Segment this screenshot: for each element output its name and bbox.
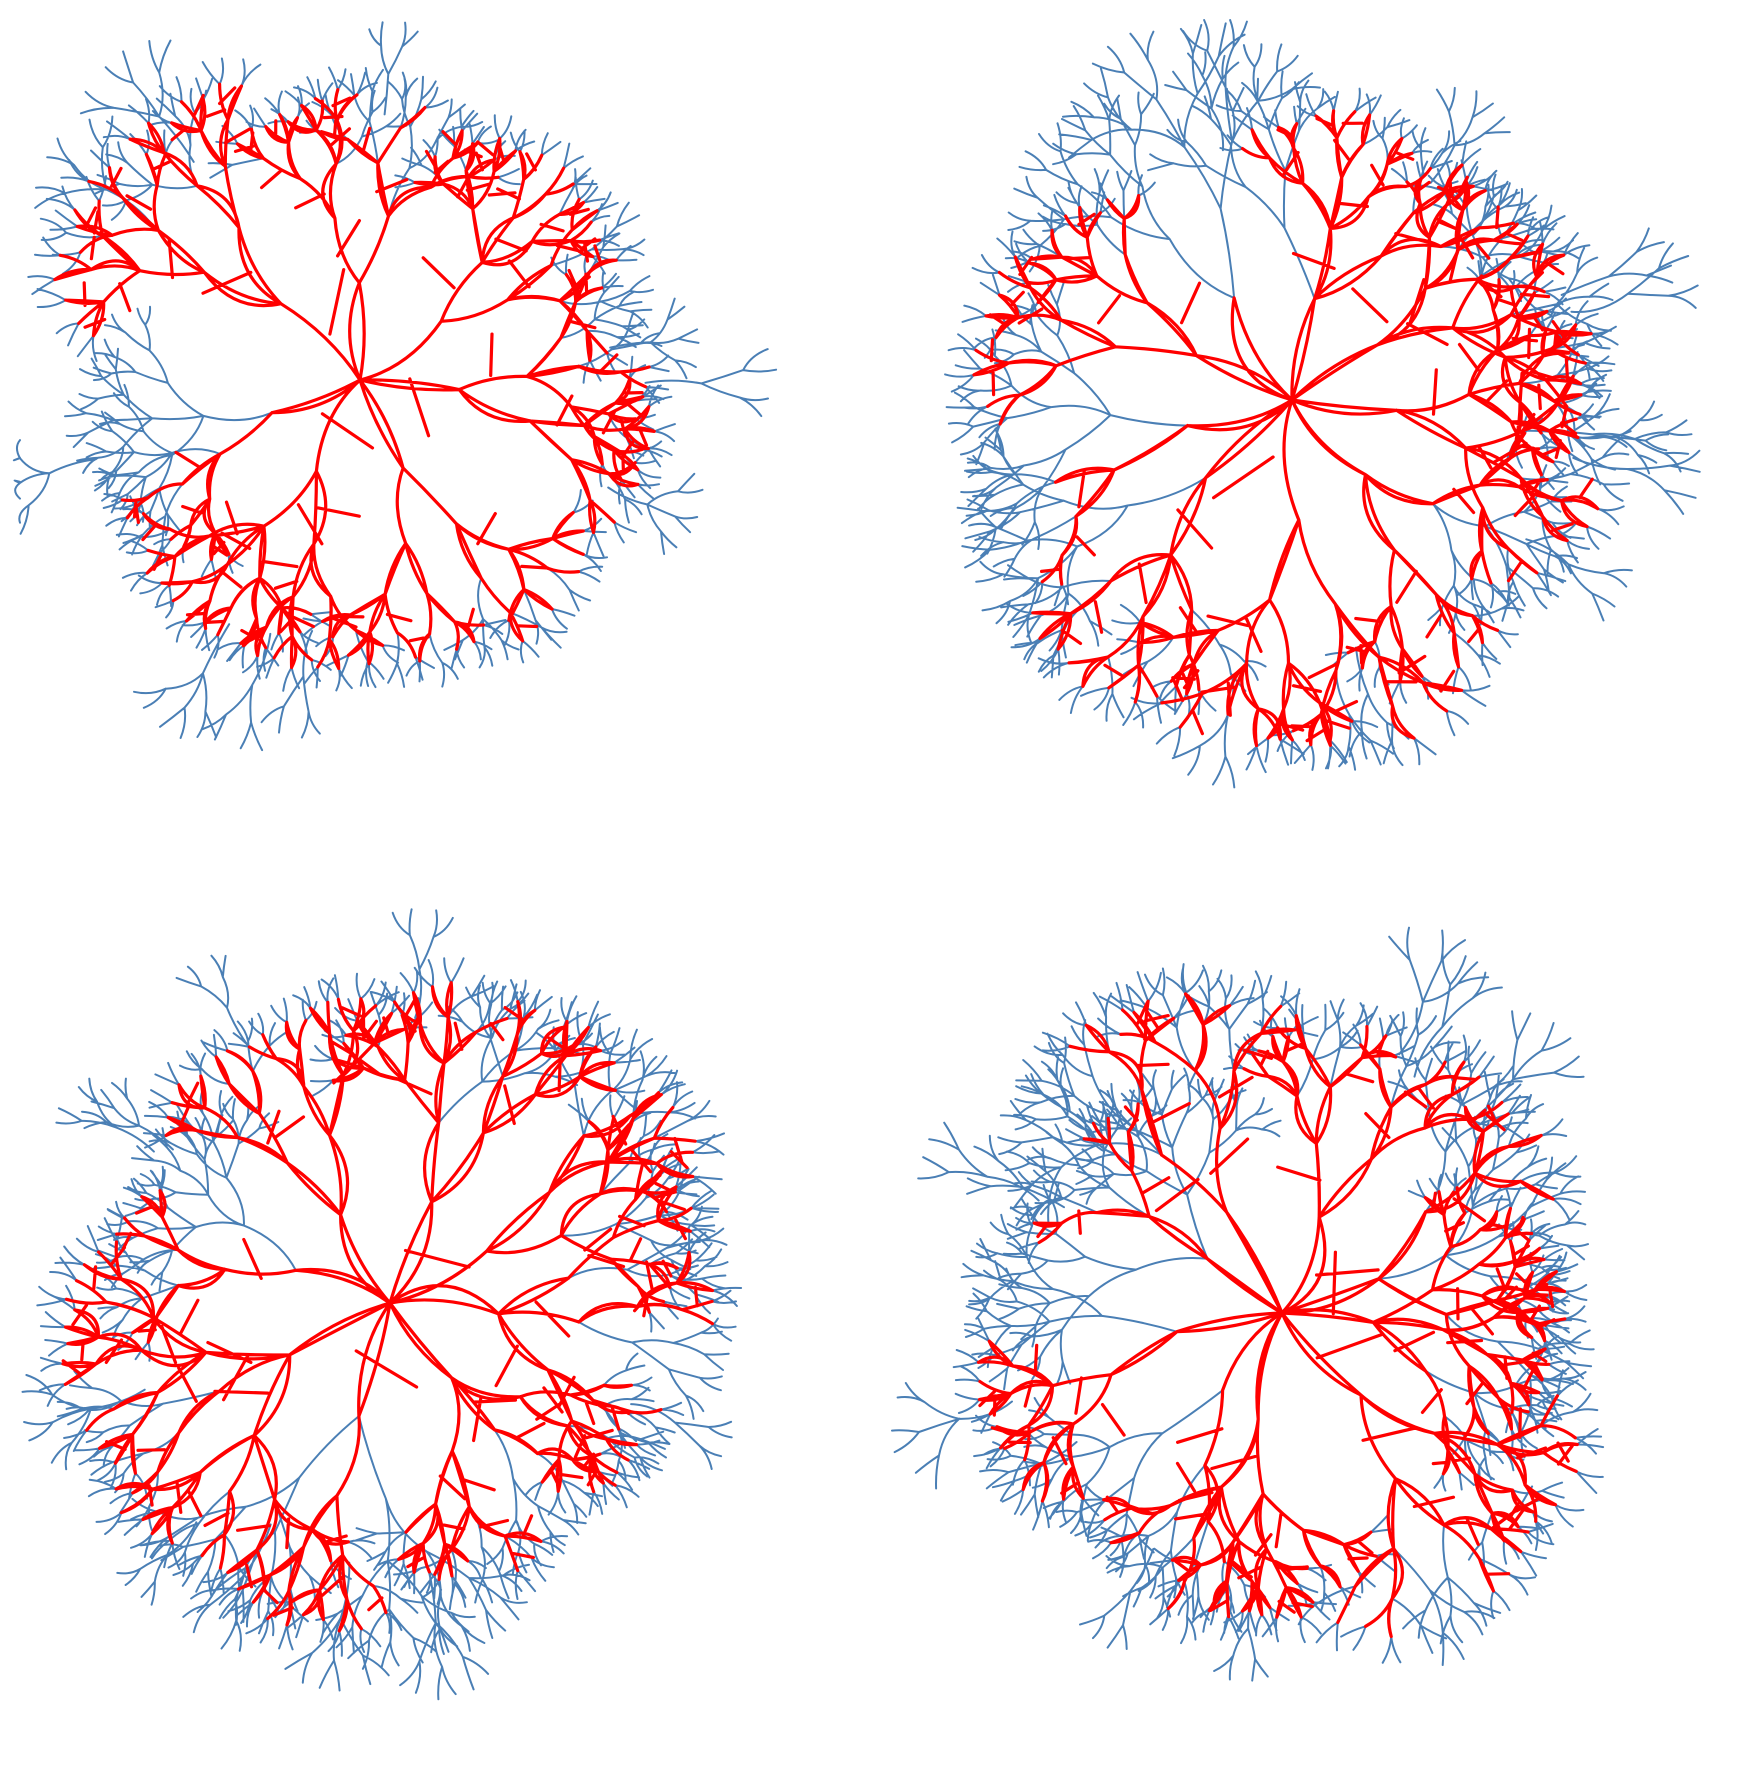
- loop-network-top-left: [53, 82, 656, 670]
- network-panel-top-right: [872, 0, 1744, 883]
- network-panel-bottom-right: [872, 883, 1744, 1766]
- loop-network-bottom-left: [61, 981, 714, 1633]
- tree-branches-top-left: [12, 21, 778, 752]
- loop-network-bottom-right: [976, 992, 1579, 1639]
- network-plot-bottom-right: [891, 926, 1605, 1682]
- network-panel-bottom-left: [0, 883, 872, 1766]
- tree-branches-bottom-right: [891, 926, 1605, 1682]
- network-plot-top-right: [944, 19, 1701, 789]
- loop-network-top-right: [972, 109, 1600, 748]
- network-panel-top-left: [0, 0, 872, 883]
- tree-branches-top-right: [944, 19, 1701, 789]
- network-plot-bottom-left: [21, 908, 743, 1701]
- network-plot-top-left: [12, 21, 778, 752]
